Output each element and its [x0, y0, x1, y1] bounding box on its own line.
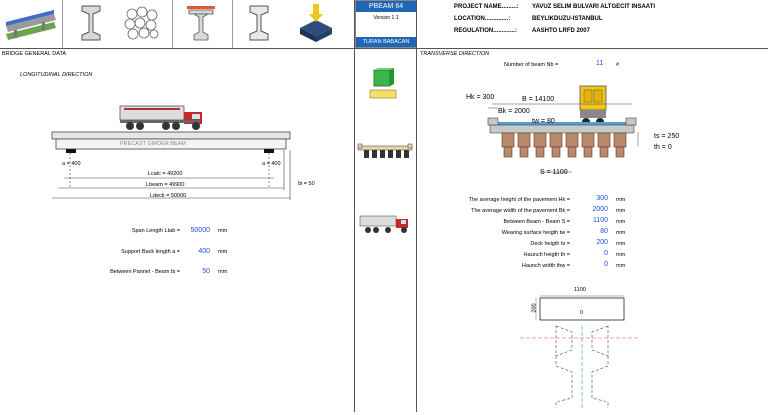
support-back-unit: mm: [218, 249, 228, 255]
th-value[interactable]: 0: [604, 250, 608, 257]
hk-unit: mm: [616, 197, 626, 203]
beam-label: PRECAST GIRDER BEAM: [120, 141, 186, 147]
left-section-title: BRIDGE GENERAL DATA: [2, 51, 67, 57]
tw-value[interactable]: 80: [600, 228, 608, 235]
nb-label: Number of beam Nb =: [504, 62, 559, 68]
span-length-unit: mm: [218, 228, 228, 234]
section-zero-dim: 0: [580, 310, 584, 316]
section-height-dim: 200: [531, 303, 538, 313]
aggregate-icon[interactable]: [124, 6, 160, 40]
truck-icon: [118, 104, 210, 134]
tw-label: Wearing surface heigth tw =: [501, 230, 570, 236]
th-label: Haunch heigth th =: [523, 252, 570, 258]
app-author: TURAN BABACAN: [356, 37, 416, 47]
support-back-value[interactable]: 400: [198, 248, 210, 255]
project-name-value: YAVUZ SELIM BULVARI ALTGECIT INSAATI: [532, 4, 655, 10]
bk-label: The average width of the pavement Bk =: [471, 208, 570, 214]
s-dim: S = 1100: [540, 169, 568, 176]
truck-small-icon[interactable]: [358, 214, 412, 236]
ts-dim: ts = 250: [654, 133, 680, 140]
regulation-value: AASHTO LRFD 2007: [532, 28, 590, 34]
app-version: Version 1.1: [373, 15, 399, 21]
span-length-value[interactable]: 50000: [190, 227, 210, 234]
hk-dim: Hk = 300: [466, 94, 495, 101]
hk-label: The average height of the pavement Hk =: [468, 197, 570, 203]
nb-value[interactable]: 11: [596, 60, 604, 67]
regulation-label: REGULATION.............:: [454, 28, 517, 34]
s-label: Between Beam - Beam S =: [503, 219, 571, 225]
bk-value[interactable]: 2000: [592, 206, 608, 213]
tw-dim: tw = 80: [532, 118, 555, 125]
location-value: BEYLIKDUZU-ISTANBUL: [532, 16, 603, 22]
pannel-beam-value[interactable]: 50: [202, 268, 210, 275]
longitudinal-subtitle: LONGITUDINAL DIRECTION: [20, 72, 93, 78]
section-width-dim: 1100: [574, 287, 586, 293]
tw-unit: mm: [616, 230, 626, 236]
toolbar: [0, 0, 355, 48]
hk-value[interactable]: 300: [596, 195, 608, 202]
right-section-title: TRANSVERSE DIRECTION: [420, 51, 490, 57]
support-back-label: Support Back length a =: [121, 249, 180, 255]
s-value[interactable]: 1100: [592, 217, 608, 224]
ts-unit: mm: [616, 241, 626, 247]
transverse-section-drawing: [462, 84, 662, 180]
lcalc-dim: Lcalc = 49200: [148, 171, 183, 177]
s-unit: mm: [616, 219, 626, 225]
a-left-dim: a = 400: [62, 161, 81, 167]
location-label: LOCATION..............:: [454, 16, 511, 22]
bk-dim: Bk = 2000: [498, 108, 530, 115]
thw-value[interactable]: 0: [604, 261, 608, 268]
thw-label: Haunch width thw =: [521, 263, 570, 269]
ts-label: Deck heigth ts =: [530, 241, 570, 247]
pannel-beam-unit: mm: [218, 269, 228, 275]
a-right-dim: a = 400: [262, 161, 281, 167]
app-title-box: PBEAM 64 Version 1.1 TURAN BABACAN: [355, 0, 417, 48]
project-name-label: PROJECT NAME.........:: [454, 4, 519, 10]
cube-ruler-icon[interactable]: [368, 68, 398, 102]
longitudinal-beam-drawing: [44, 130, 294, 210]
b-dim: B = 14100: [522, 96, 555, 103]
section-beam-icon[interactable]: [248, 4, 270, 42]
beam-cross-section-drawing: [520, 290, 640, 410]
thw-unit: mm: [616, 263, 626, 269]
pannel-beam-label: Between Pannel - Beam bi =: [110, 269, 180, 275]
bk-unit: mm: [616, 208, 626, 214]
load-support-icon[interactable]: [296, 2, 336, 44]
nb-unit: #: [616, 62, 620, 68]
lbeam-dim: Lbeam = 49900: [146, 182, 185, 188]
cross-section-icon[interactable]: [356, 142, 414, 166]
beam-deck-icon[interactable]: [186, 4, 216, 42]
app-name: PBEAM 64: [356, 1, 416, 12]
ts-value[interactable]: 200: [596, 239, 608, 246]
bridge-3d-icon[interactable]: [4, 4, 58, 42]
bi-dim: bi = 50: [298, 181, 315, 187]
ldeck-dim: Ldeck = 50000: [150, 193, 187, 199]
th-unit: mm: [616, 252, 626, 258]
span-length-label: Span Length Ltab =: [131, 228, 180, 234]
th-dim: th = 0: [654, 144, 672, 151]
i-beam-icon[interactable]: [80, 4, 102, 42]
